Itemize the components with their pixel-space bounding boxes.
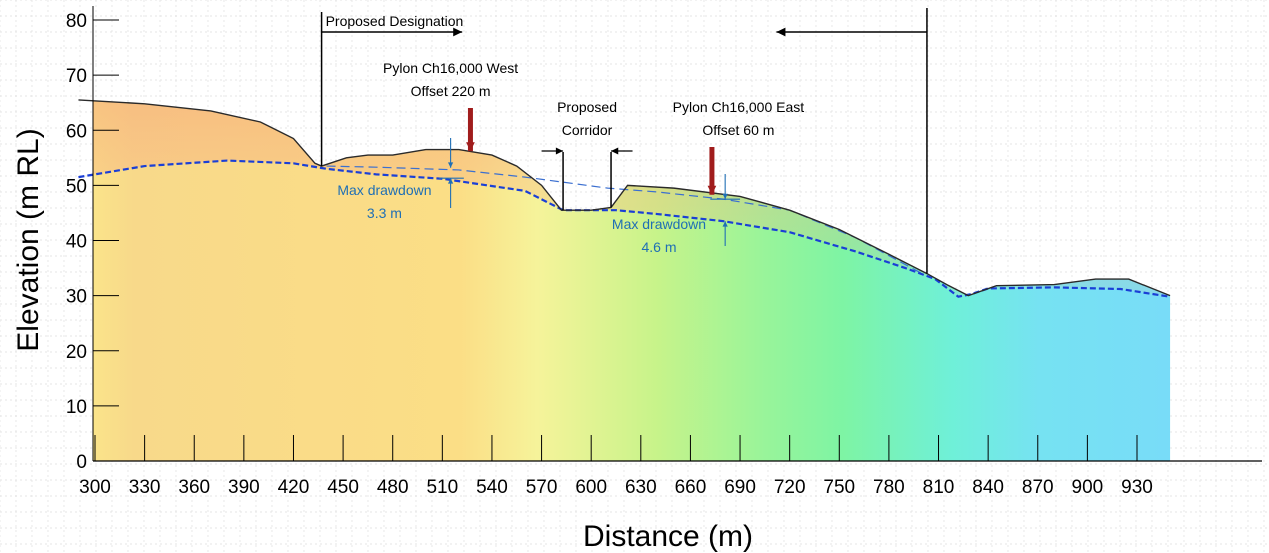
x-tick-label: 300 — [79, 477, 111, 498]
drawdown-east-top-arrow-head — [722, 193, 728, 200]
section-area — [93, 100, 1171, 461]
series-lines — [78, 99, 1171, 298]
x-axis-title: Distance (m) — [583, 520, 753, 553]
x-tick-label: 630 — [625, 477, 657, 498]
x-tick-label: 420 — [278, 477, 310, 498]
pylon-west-label-line2: Offset 220 m — [411, 83, 491, 99]
x-tick-label: 600 — [575, 477, 607, 498]
y-tick-label: 40 — [66, 232, 87, 253]
drawdown-west-label-line1: Max drawdown — [337, 182, 431, 198]
pylon-west-arrow-head — [466, 142, 475, 152]
unsaturated-zone — [93, 100, 1171, 297]
drawdown-west-label-line2: 3.3 m — [367, 205, 402, 221]
y-tick-label: 80 — [66, 11, 87, 32]
x-tick-label: 900 — [1072, 477, 1104, 498]
y-tick-label: 50 — [66, 176, 87, 197]
pylon-west-label-line1: Pylon Ch16,000 West — [383, 60, 518, 76]
drawdown-east-bottom-arrow-head — [722, 221, 728, 227]
x-tick-label: 450 — [327, 477, 359, 498]
drawdown-west-top-arrow-head — [447, 162, 454, 168]
y-tick-label: 20 — [66, 342, 87, 363]
drawdown-west-bottom-arrow-head — [447, 178, 454, 184]
designation-label: Proposed Designation — [326, 13, 464, 29]
x-tick-label: 840 — [972, 477, 1004, 498]
corridor-arrow-west-head — [555, 147, 564, 155]
series-line-0 — [326, 165, 923, 275]
designation-arrow-west-head — [776, 27, 786, 37]
x-tick-label: 510 — [426, 477, 458, 498]
x-tick-label: 690 — [724, 477, 756, 498]
x-tick-label: 360 — [178, 477, 210, 498]
y-tick-label: 10 — [66, 397, 87, 418]
pylon-east-label-line1: Pylon Ch16,000 East — [673, 99, 805, 115]
x-tick-label: 870 — [1022, 477, 1054, 498]
corridor-label-line2: Corridor — [562, 122, 613, 138]
series-line-2 — [78, 99, 1171, 297]
designation-arrow-east-head — [453, 27, 463, 37]
drawdown-east-label-line1: Max drawdown — [612, 216, 706, 232]
corridor-label-line1: Proposed — [557, 99, 617, 115]
x-tick-label: 810 — [923, 477, 955, 498]
pylon-east-label-line2: Offset 60 m — [702, 122, 774, 138]
y-tick-label: 70 — [66, 66, 87, 87]
x-tick-label: 480 — [377, 477, 409, 498]
pylon-east-arrow-head — [707, 185, 717, 195]
x-tick-label: 750 — [823, 477, 855, 498]
y-axis-title: Elevation (m RL) — [12, 128, 45, 351]
y-tick-label: 30 — [66, 287, 87, 308]
corridor-arrow-east-head — [611, 147, 619, 155]
x-tick-label: 720 — [774, 477, 806, 498]
x-tick-label: 540 — [476, 477, 508, 498]
y-tick-label: 60 — [66, 121, 87, 142]
drawdown-east-label-line2: 4.6 m — [641, 239, 676, 255]
x-tick-label: 570 — [526, 477, 558, 498]
x-tick-label: 930 — [1121, 477, 1153, 498]
axes: 0 10 20 30 40 50 60 70 80 300 330 360 390 420 450 480 51… — [66, 6, 1262, 498]
x-tick-label: 330 — [129, 477, 161, 498]
y-tick-label: 0 — [76, 452, 87, 473]
x-tick-label: 780 — [873, 477, 905, 498]
x-tick-label: 390 — [228, 477, 260, 498]
x-tick-label: 660 — [675, 477, 707, 498]
section-fill — [93, 100, 1171, 461]
